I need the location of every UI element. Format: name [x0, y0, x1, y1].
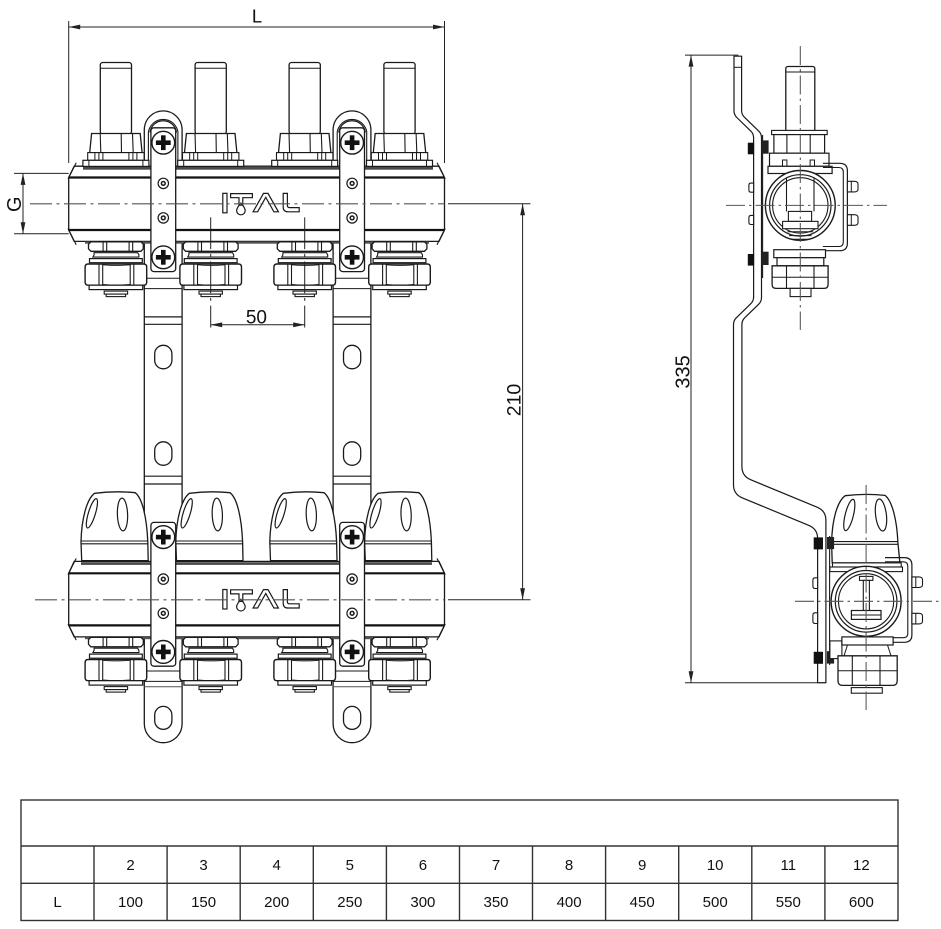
svg-text:8: 8 [565, 857, 573, 874]
svg-text:12: 12 [853, 857, 870, 874]
svg-text:335: 335 [673, 355, 695, 388]
svg-text:600: 600 [849, 894, 874, 911]
svg-text:L: L [252, 5, 262, 26]
svg-text:210: 210 [504, 384, 526, 417]
svg-text:7: 7 [492, 857, 500, 874]
svg-text:150: 150 [191, 894, 216, 911]
svg-text:300: 300 [410, 894, 435, 911]
svg-text:3: 3 [199, 857, 207, 874]
svg-text:4: 4 [273, 857, 281, 874]
svg-text:100: 100 [118, 894, 143, 911]
svg-text:500: 500 [703, 894, 728, 911]
svg-text:9: 9 [638, 857, 646, 874]
svg-text:5: 5 [346, 857, 354, 874]
svg-text:450: 450 [630, 894, 655, 911]
svg-text:L: L [53, 894, 61, 911]
svg-text:200: 200 [264, 894, 289, 911]
svg-text:G: G [4, 196, 26, 212]
svg-text:10: 10 [707, 857, 724, 874]
svg-text:11: 11 [781, 857, 797, 874]
svg-text:2: 2 [126, 857, 134, 874]
svg-text:350: 350 [483, 894, 508, 911]
svg-text:400: 400 [557, 894, 582, 911]
svg-text:50: 50 [246, 307, 267, 328]
svg-text:550: 550 [776, 894, 801, 911]
svg-text:6: 6 [419, 857, 427, 874]
svg-text:250: 250 [337, 894, 362, 911]
